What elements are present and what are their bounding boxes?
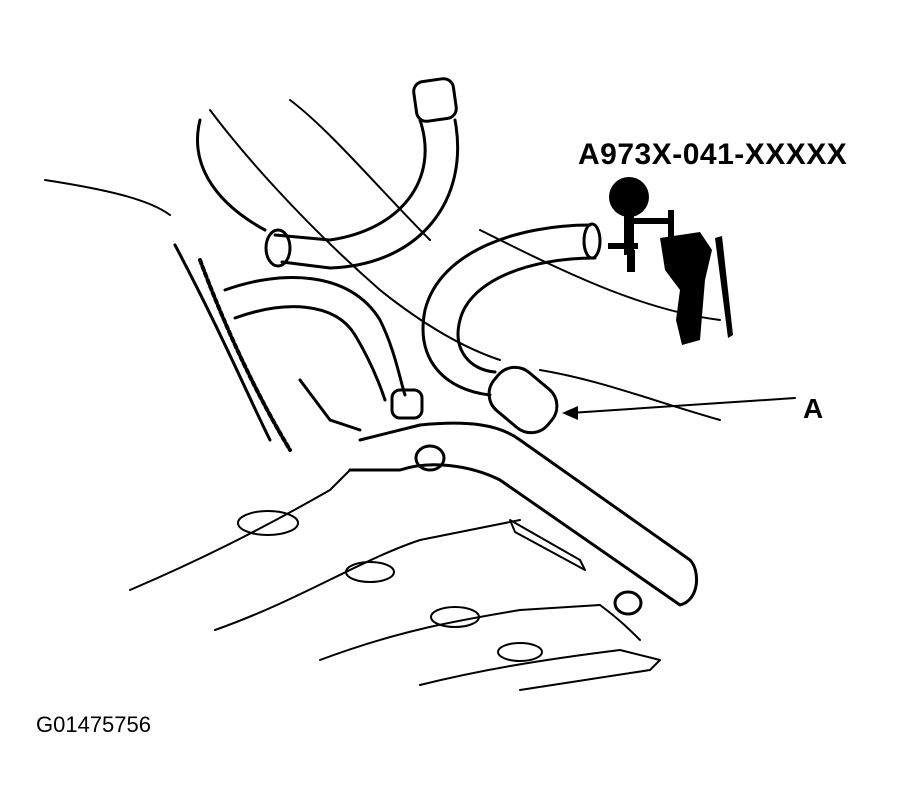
bracket-slot xyxy=(509,519,586,571)
floor-pan-edge xyxy=(599,604,641,641)
tool-part-number: A973X-041-XXXXX xyxy=(578,138,848,171)
vacuum-cap-a xyxy=(487,365,559,435)
floor-hole xyxy=(345,561,395,583)
hose-end xyxy=(264,228,292,268)
body-contour-line xyxy=(539,369,721,421)
body-contour-line xyxy=(173,243,272,442)
floor-pan-edge xyxy=(129,469,351,591)
body-contour-line xyxy=(44,179,171,216)
hose-open-end xyxy=(582,222,602,260)
floor-pan-edge xyxy=(419,649,661,691)
floor-pan-edge xyxy=(319,604,601,661)
hose-connector xyxy=(390,388,424,420)
floor-hole xyxy=(237,510,299,536)
callout-arrowhead xyxy=(562,406,578,420)
upper-hose xyxy=(273,118,427,242)
bracket-tab xyxy=(298,378,362,432)
callout-leader-line xyxy=(569,397,796,414)
middle-hose xyxy=(456,256,597,374)
vacuum-pump-tool xyxy=(608,177,733,345)
belt-edge xyxy=(198,258,292,452)
mounting-bracket xyxy=(348,421,699,607)
bolt xyxy=(414,444,446,472)
figure-id: G01475756 xyxy=(36,712,151,737)
middle-hose xyxy=(421,223,592,397)
hose-clamp xyxy=(412,77,458,123)
lower-hose xyxy=(223,276,407,397)
body-contour-line xyxy=(289,99,431,241)
callout-label-a: A xyxy=(803,393,824,424)
upper-hose-left xyxy=(196,118,267,232)
bolt xyxy=(613,590,643,616)
floor-hole xyxy=(430,606,480,628)
body-contour-line xyxy=(209,109,501,361)
floor-hole xyxy=(497,642,543,662)
upper-hose xyxy=(280,118,460,270)
floor-pan-edge xyxy=(214,519,521,631)
lower-hose xyxy=(233,305,387,402)
